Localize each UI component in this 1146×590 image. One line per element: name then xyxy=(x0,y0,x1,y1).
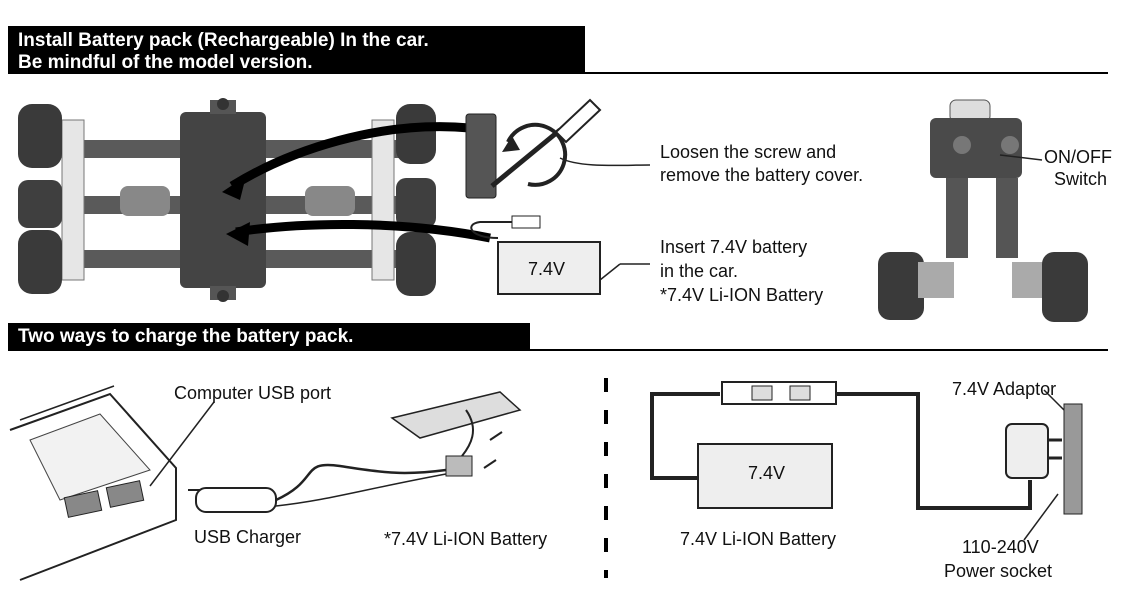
voltage-label: 110-240V xyxy=(962,537,1039,557)
battery-cover-screwdriver xyxy=(465,98,651,199)
section-title-charge: Two ways to charge the battery pack. xyxy=(18,326,354,347)
battery-top-label: 7.4V xyxy=(528,259,566,279)
switch-label-line1: ON/OFF xyxy=(1044,147,1112,167)
insert-instruction-line3: *7.4V Li-ION Battery xyxy=(660,285,824,305)
robot-with-switch xyxy=(878,99,1088,322)
usb-battery-label: *7.4V Li-ION Battery xyxy=(384,529,548,549)
section-header-charge: Two ways to charge the battery pack. xyxy=(8,323,530,351)
car-chassis-illustration xyxy=(18,98,491,302)
section-title-line2: Be mindful of the model version. xyxy=(18,52,313,73)
adaptor-charging-illustration xyxy=(650,381,1083,541)
header-rule-1 xyxy=(8,72,1108,74)
adaptor-battery-label: 7.4V Li-ION Battery xyxy=(680,529,837,549)
section-header-install: Install Battery pack (Rechargeable) In t… xyxy=(8,26,585,73)
insert-instruction-line2: in the car. xyxy=(660,261,739,281)
adaptor-label: 7.4V Adaptor xyxy=(952,379,1057,399)
switch-label-line2: Switch xyxy=(1054,169,1108,189)
battery-pack-top xyxy=(470,215,650,295)
screw-instruction-line2: remove the battery cover. xyxy=(660,165,864,185)
insert-instruction-line1: Insert 7.4V battery xyxy=(660,237,808,257)
section-title-line1: Install Battery pack (Rechargeable) In t… xyxy=(18,30,429,51)
usb-port-label: Computer USB port xyxy=(174,383,332,403)
adaptor-battery-box-label: 7.4V xyxy=(748,463,786,483)
header-rule-2 xyxy=(8,349,1108,351)
screw-instruction-line1: Loosen the screw and xyxy=(660,142,837,162)
usb-charger-label: USB Charger xyxy=(194,527,302,547)
usb-charging-illustration xyxy=(9,385,522,581)
power-socket-label: Power socket xyxy=(944,561,1053,581)
